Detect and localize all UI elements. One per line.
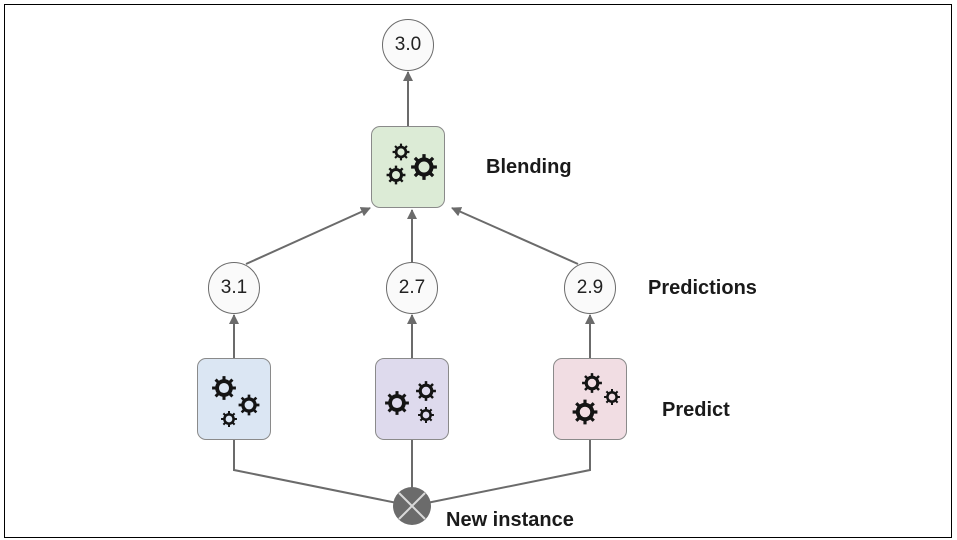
gears-icon [572, 373, 620, 425]
prediction-node-2: 2.7 [386, 262, 438, 314]
blending-label: Blending [486, 156, 572, 178]
line-input-to-predictor-1 [233, 440, 413, 507]
arrow-pred-1-to-blender [245, 207, 371, 265]
predictor-box-3 [553, 358, 627, 440]
output-node: 3.0 [382, 19, 434, 71]
gears-icon [385, 381, 436, 423]
prediction-node-1: 3.1 [208, 262, 260, 314]
gears-icon [386, 143, 437, 185]
line-input-to-predictor-3 [411, 440, 591, 507]
cross-circle-icon [393, 487, 431, 525]
prediction-node-3: 2.9 [564, 262, 616, 314]
predictor-box-1 [197, 358, 271, 440]
new-instance-label: New instance [446, 509, 574, 531]
arrow-pred-3-to-blender [451, 207, 579, 265]
predictor-box-2 [375, 358, 449, 440]
predict-label: Predict [662, 399, 730, 421]
blender-box [371, 126, 445, 208]
gears-icon [212, 376, 260, 427]
predictions-label: Predictions [648, 277, 757, 299]
figure-frame [4, 4, 952, 538]
